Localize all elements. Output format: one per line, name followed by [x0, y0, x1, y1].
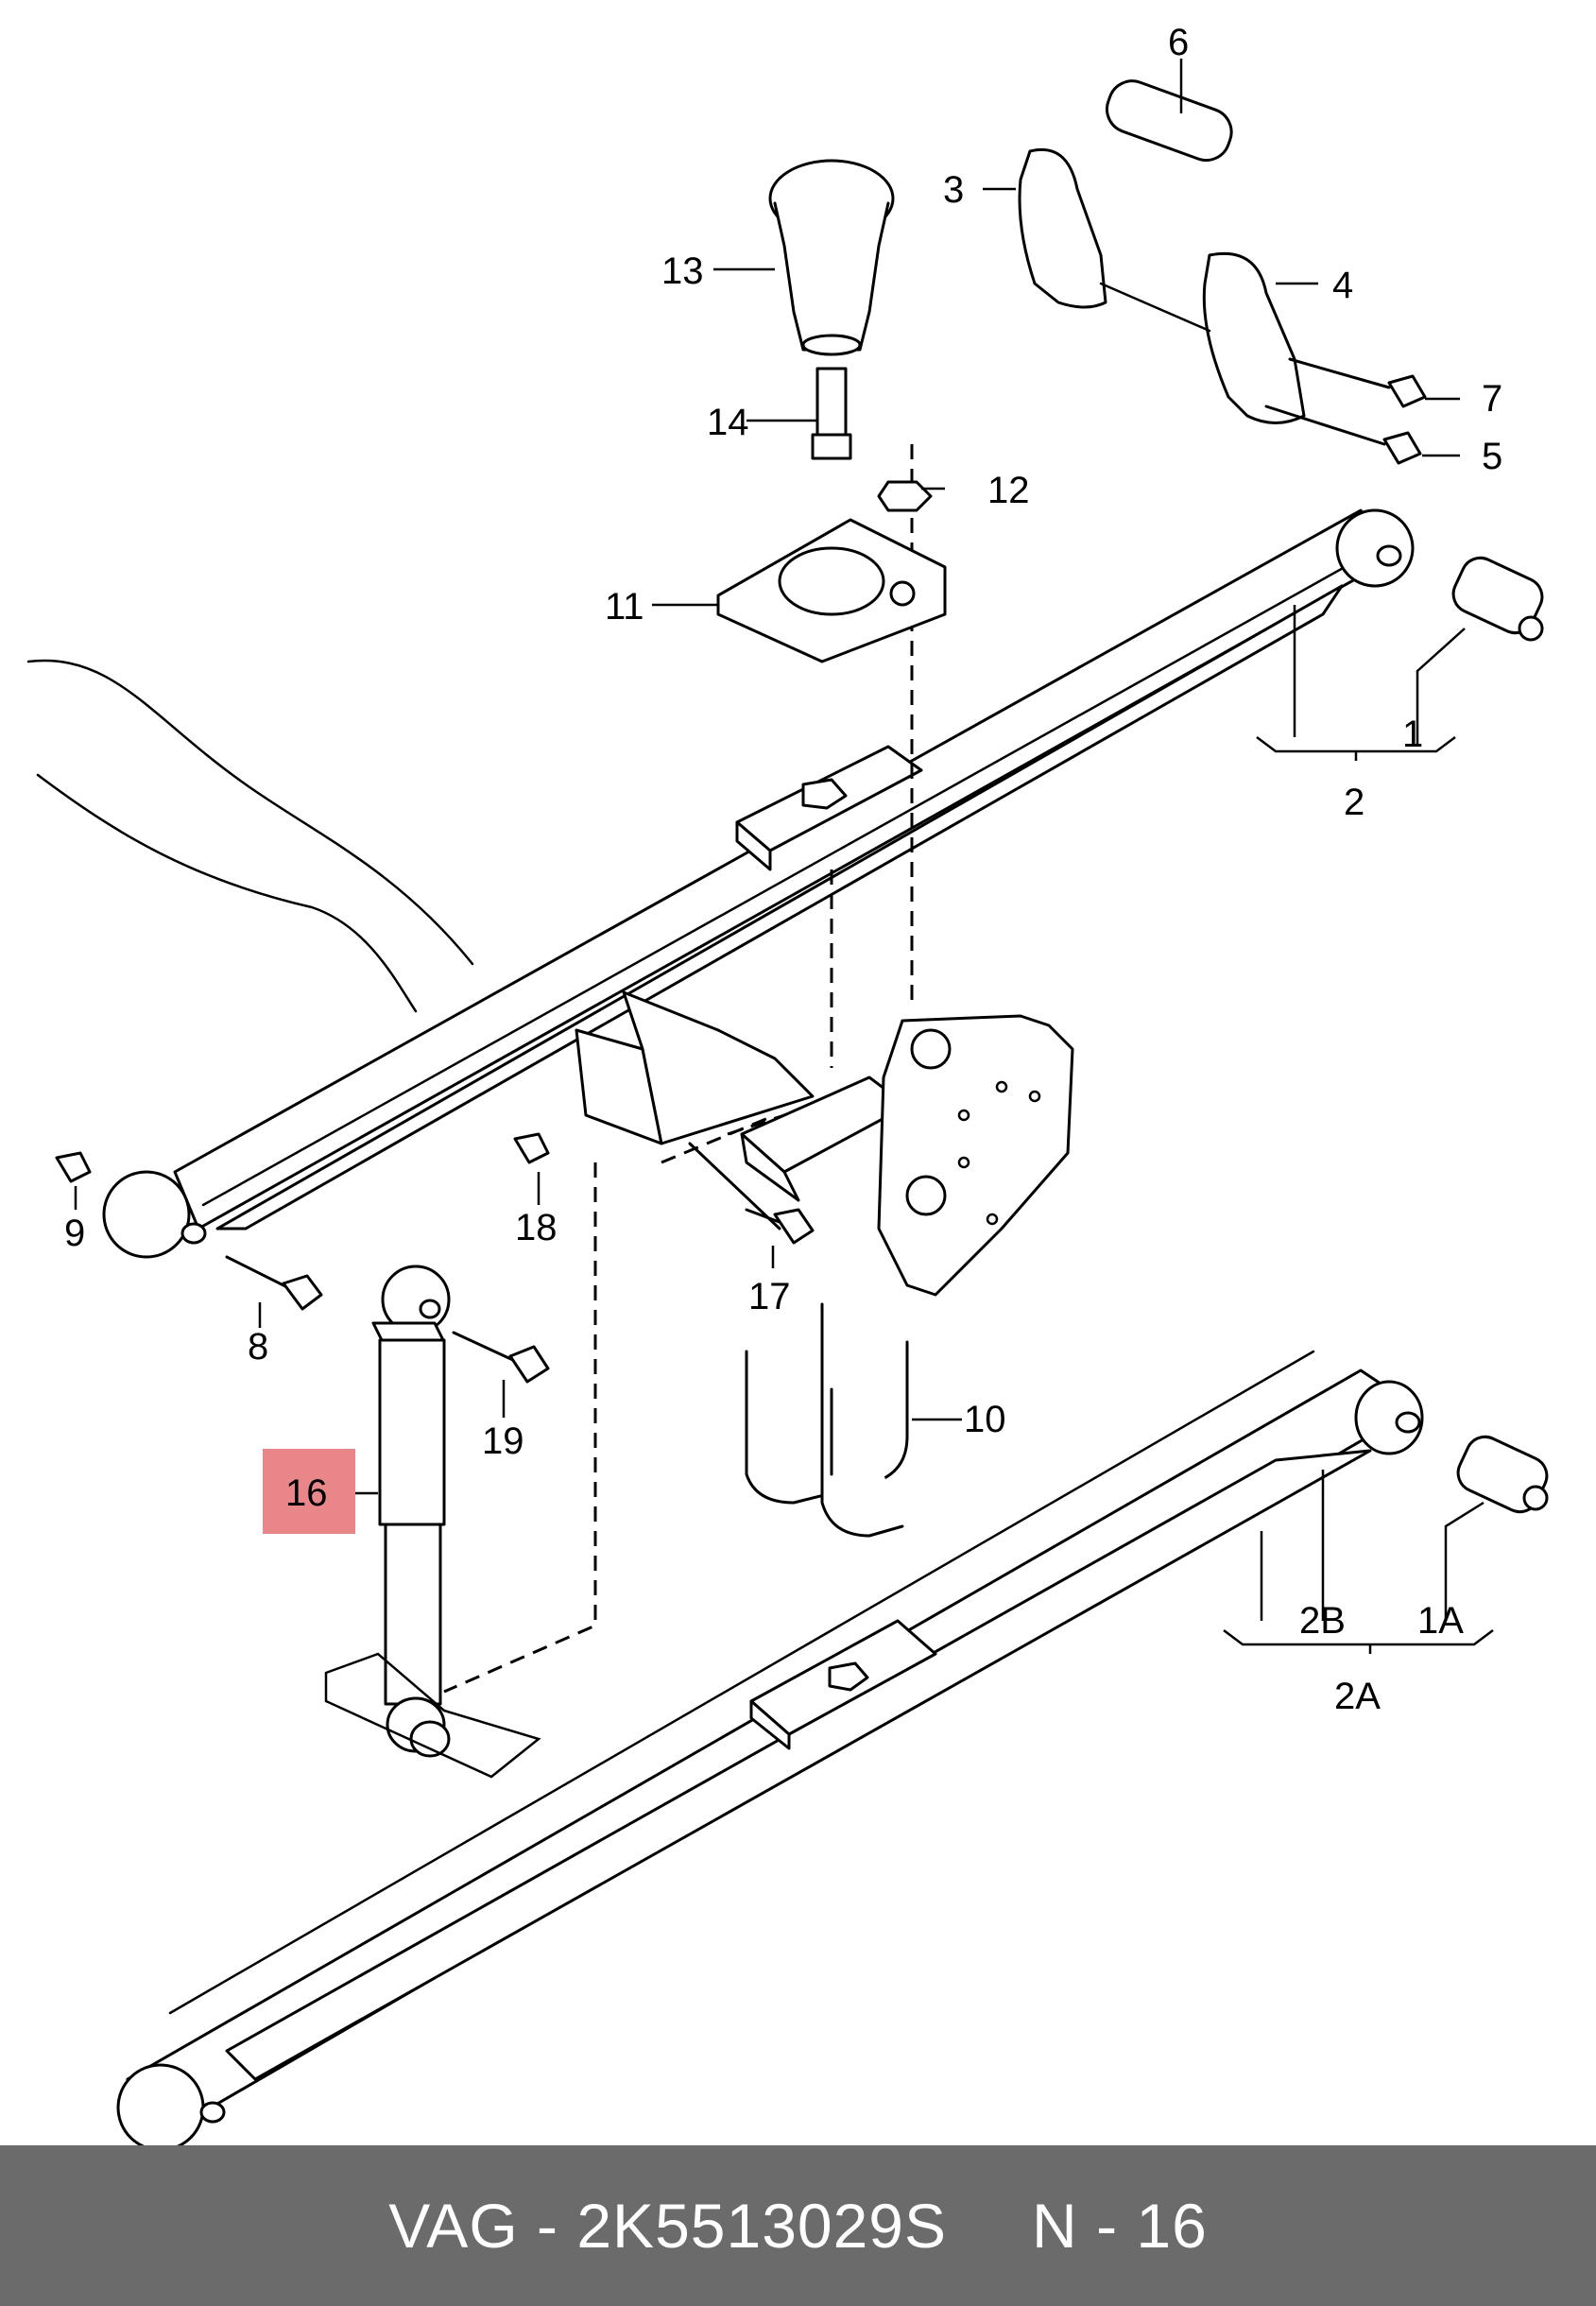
- label-17: 17: [748, 1276, 791, 1317]
- upper-leaf-spring: [102, 508, 1415, 1259]
- part-number-footer: VAG - 2K5513029S N - 16: [0, 2145, 1596, 2306]
- leader-lines: [74, 59, 1484, 1621]
- group-bracket-2: [1256, 736, 1456, 761]
- u-bolts: [745, 1302, 909, 1538]
- label-9: 9: [64, 1213, 85, 1254]
- axle-bracket: [575, 990, 1074, 1297]
- label-10: 10: [964, 1399, 1006, 1440]
- footer-ref-prefix: N: [1032, 2191, 1078, 2261]
- label-12: 12: [987, 470, 1030, 511]
- label-18: 18: [515, 1207, 558, 1248]
- label-1: 1: [1402, 714, 1423, 755]
- shock-absorber: [324, 1265, 541, 1779]
- label-2: 2: [1344, 782, 1364, 823]
- footer-brand: VAG: [388, 2191, 519, 2261]
- group-bracket-2a: [1223, 1629, 1494, 1654]
- label-14: 14: [707, 402, 749, 443]
- spring-pad: [716, 480, 947, 663]
- assembly-guide-lines: [443, 444, 914, 1694]
- label-5: 5: [1482, 436, 1502, 477]
- silent-blocks: [1451, 556, 1549, 1514]
- highlight-box-16: [263, 1449, 355, 1534]
- label-2b: 2B: [1299, 1600, 1346, 1642]
- label-11: 11: [605, 586, 644, 628]
- exploded-parts-diagram: 1 2 1A 2B 2A 3 4 5 6 7 8 9 10 11 12 13 1…: [26, 22, 1549, 2145]
- footer-separator: -: [537, 2191, 558, 2261]
- label-8: 8: [248, 1326, 268, 1368]
- label-13: 13: [661, 250, 704, 292]
- label-16: 16: [285, 1472, 328, 1514]
- spring-shackle: [1018, 79, 1306, 424]
- label-4: 4: [1332, 265, 1353, 306]
- label-1a: 1A: [1417, 1600, 1464, 1642]
- chassis-outline: [26, 659, 474, 1013]
- label-7: 7: [1482, 378, 1502, 420]
- footer-ref-separator: -: [1096, 2191, 1119, 2261]
- label-3: 3: [943, 169, 964, 211]
- bolts: [55, 357, 1427, 1384]
- label-19: 19: [482, 1420, 524, 1462]
- label-6: 6: [1168, 22, 1189, 63]
- footer-part-number: 2K5513029S: [576, 2191, 948, 2261]
- footer-ref-number: 16: [1136, 2191, 1208, 2261]
- bump-stop: [768, 159, 895, 460]
- lower-leaf-spring: [116, 1350, 1424, 2145]
- label-2a: 2A: [1334, 1676, 1381, 1717]
